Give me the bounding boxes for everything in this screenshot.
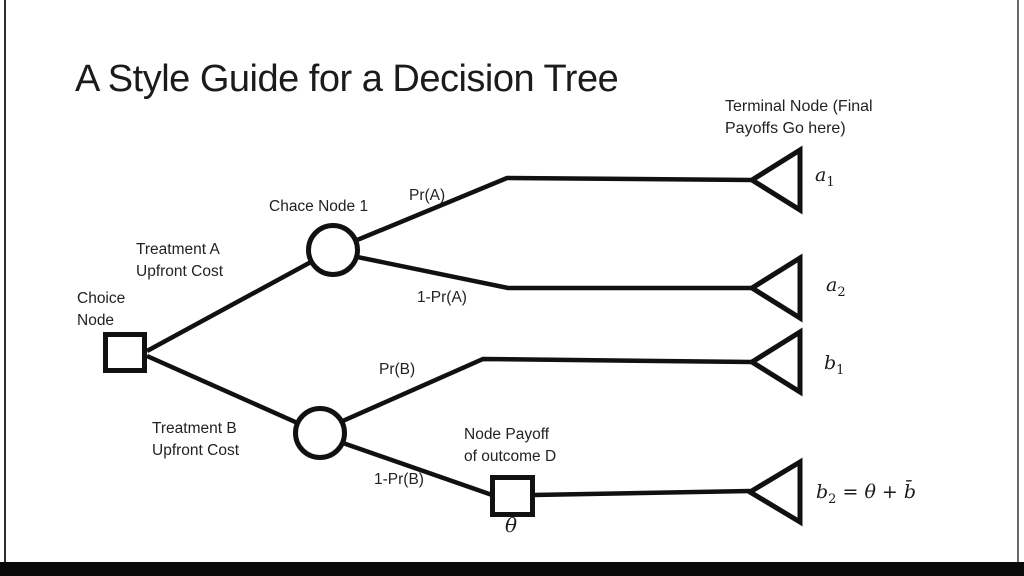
right-border-line bbox=[1017, 0, 1019, 562]
edge-pr-b bbox=[319, 356, 753, 434]
treatment-a-line1: Treatment A bbox=[136, 241, 220, 258]
payoff-label-a2: a2 bbox=[826, 274, 846, 300]
branch-label-pr-a: Pr(A) bbox=[409, 187, 446, 204]
payoff-a1-sub: 1 bbox=[826, 174, 835, 190]
branch-label-1-pr-b: 1-Pr(B) bbox=[374, 471, 424, 488]
node-payoff-line2: of outcome D bbox=[464, 447, 557, 465]
node-payoff-label: Node Payoff of outcome D bbox=[464, 424, 556, 467]
payoff-b1-base: b bbox=[824, 352, 837, 374]
payoff-b2-rest: = θ + b̄ bbox=[836, 481, 917, 503]
terminal-node-a1-triangle bbox=[747, 145, 803, 215]
edge-d-to-terminal bbox=[532, 488, 751, 498]
choice-node-line1: Choice bbox=[77, 290, 126, 307]
payoff-b1-sub: 1 bbox=[836, 362, 845, 378]
treatment-b-line1: Treatment B bbox=[152, 420, 237, 437]
page-title: A Style Guide for a Decision Tree bbox=[75, 58, 619, 100]
treatment-a-line2: Upfront Cost bbox=[136, 262, 224, 280]
edge-pr-a bbox=[332, 175, 753, 253]
treatment-b-line2: Upfront Cost bbox=[152, 441, 240, 459]
theta-label: θ bbox=[505, 513, 518, 537]
edge-choice-to-chance-a bbox=[145, 248, 335, 353]
node-payoff-line1: Node Payoff bbox=[464, 426, 550, 443]
chance-node-label: Chace Node 1 bbox=[269, 198, 369, 215]
payoff-a2-base: a bbox=[826, 274, 838, 296]
payoff-label-b2: b2 = θ + b̄ bbox=[816, 481, 916, 507]
payoff-a2-sub: 2 bbox=[837, 284, 846, 300]
payoff-a1-base: a bbox=[815, 164, 827, 186]
treatment-b-label: Treatment B Upfront Cost bbox=[152, 418, 239, 461]
branch-label-1-pr-a: 1-Pr(A) bbox=[417, 289, 467, 306]
payoff-label-a1: a1 bbox=[815, 164, 835, 190]
choice-node-line2: Node bbox=[77, 311, 115, 329]
terminal-node-b1-triangle bbox=[747, 327, 803, 397]
terminal-node-a2-triangle bbox=[747, 253, 803, 323]
payoff-b2-sub: 2 bbox=[828, 491, 837, 507]
choice-node-square bbox=[103, 332, 147, 373]
terminal-node-note: Terminal Node (Final Payoffs Go here) bbox=[725, 96, 873, 141]
chance-node-a-circle bbox=[306, 223, 360, 277]
terminal-note-line2: Payoffs Go here) bbox=[725, 120, 846, 138]
edge-choice-to-chance-b bbox=[146, 353, 321, 436]
terminal-node-b2-triangle bbox=[745, 457, 803, 527]
branch-label-pr-b: Pr(B) bbox=[379, 361, 416, 378]
left-border-line bbox=[4, 0, 6, 562]
choice-node-label: Choice Node bbox=[77, 288, 125, 331]
edge-1-pr-b bbox=[319, 432, 496, 499]
bottom-letterbox-bar bbox=[0, 562, 1024, 576]
payoff-b2-base: b bbox=[816, 481, 829, 503]
terminal-note-line1: Terminal Node (Final bbox=[725, 98, 873, 115]
edge-1-pr-a bbox=[332, 249, 753, 291]
payoff-node-d-square bbox=[490, 475, 535, 517]
chance-node-b-circle bbox=[293, 406, 347, 460]
payoff-label-b1: b1 bbox=[824, 352, 844, 378]
treatment-a-label: Treatment A Upfront Cost bbox=[136, 239, 223, 282]
